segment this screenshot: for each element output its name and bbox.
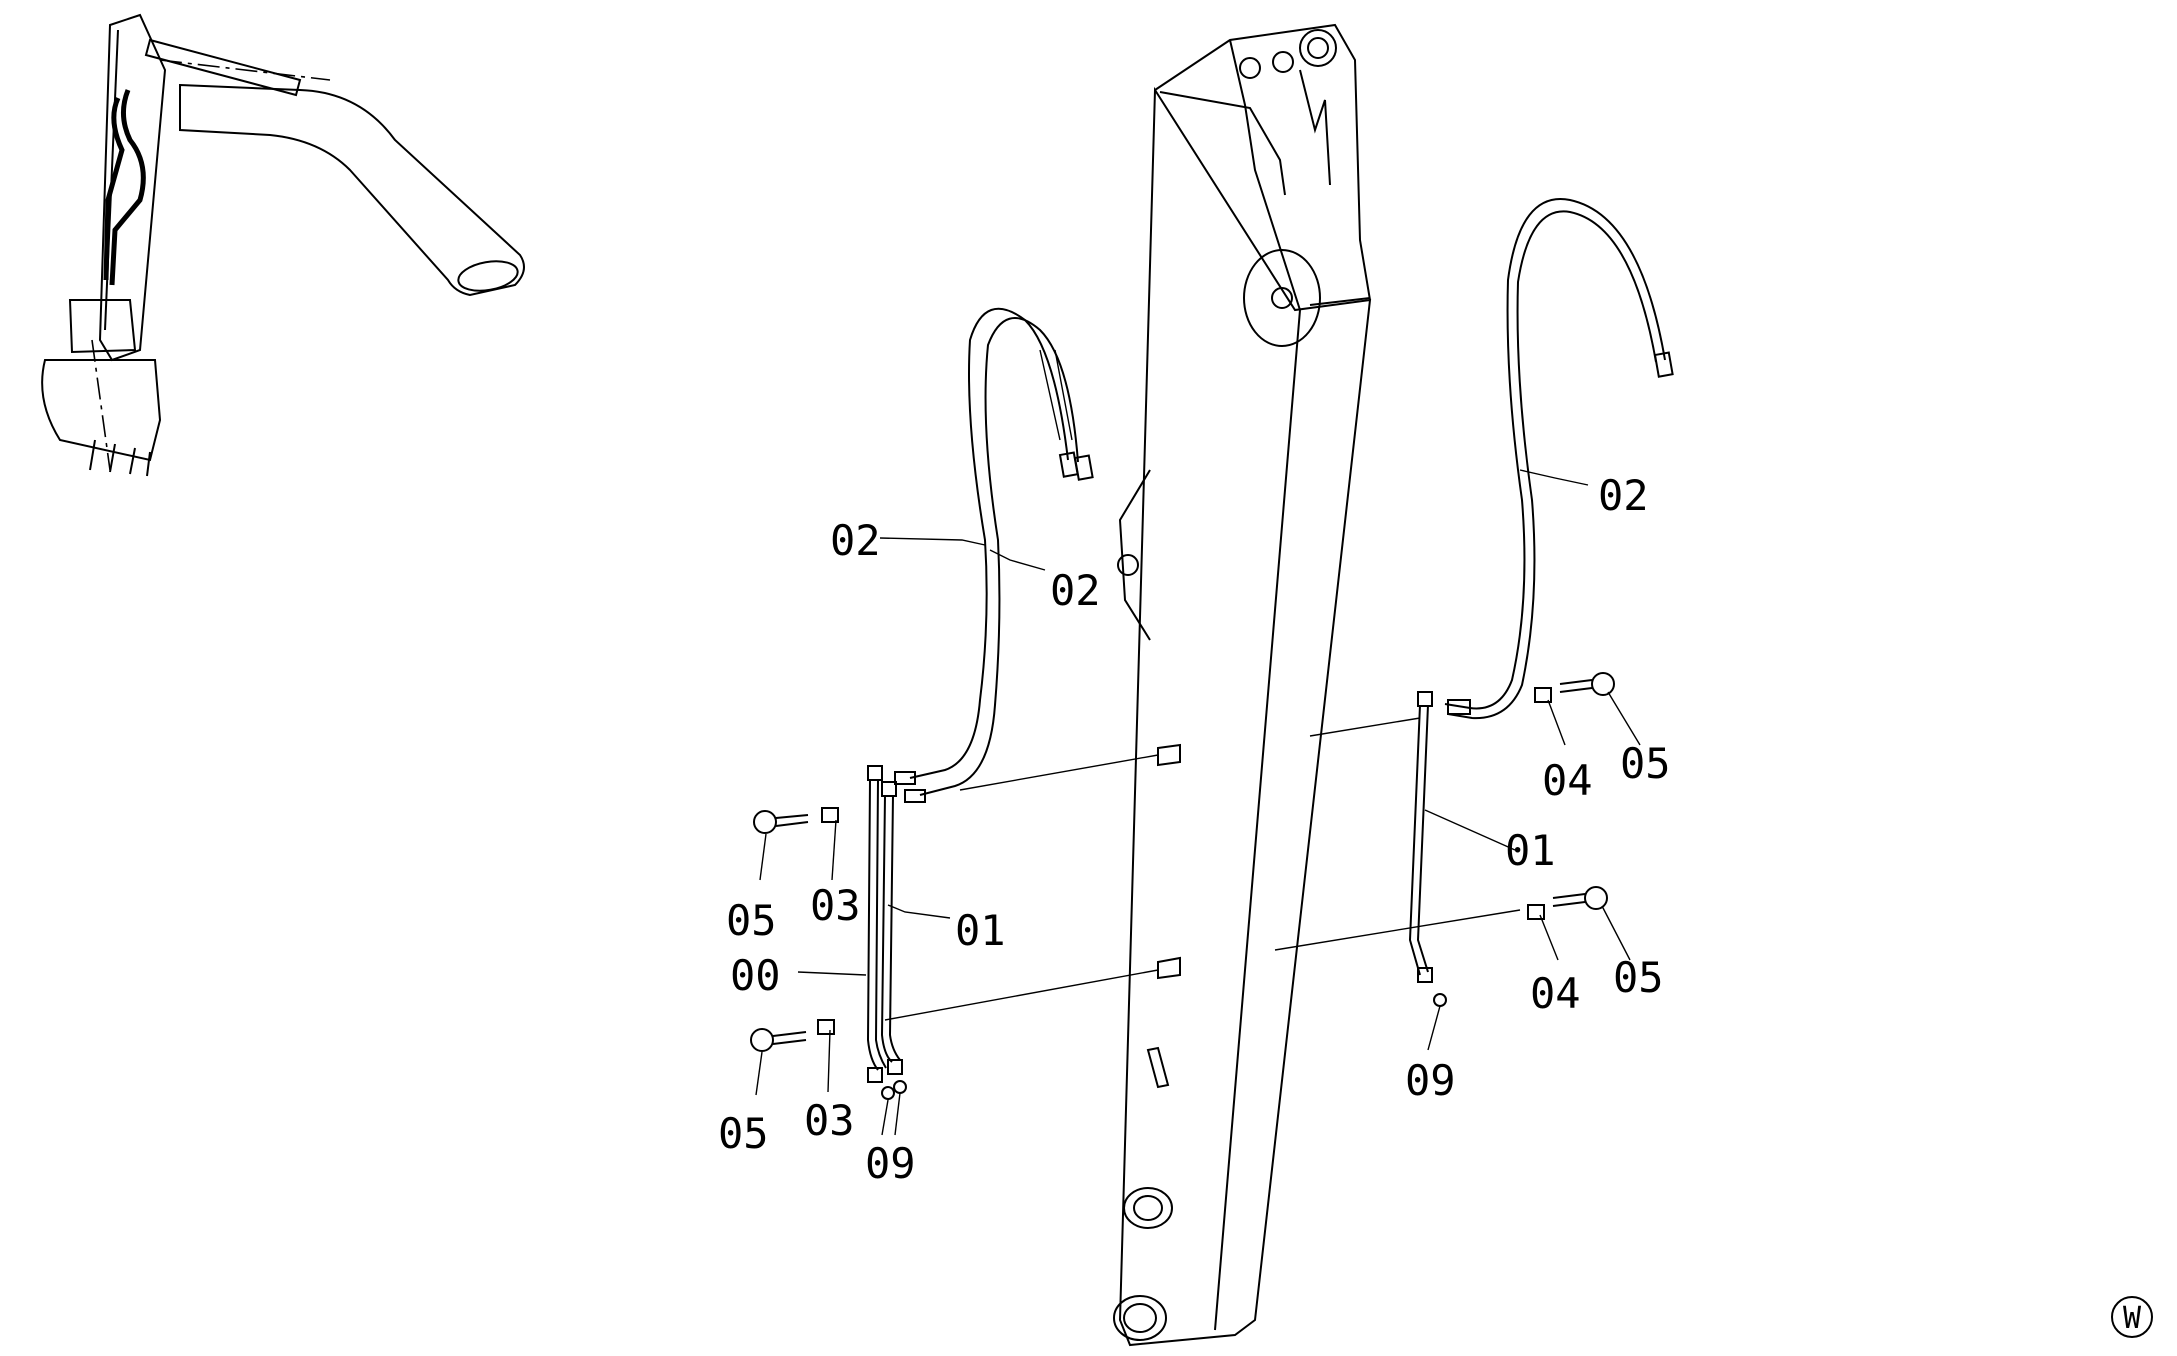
label-05-left-upper: 05 [726,896,777,945]
label-04-lower: 04 [1530,969,1581,1018]
label-00: 00 [730,951,781,1000]
inset-arm-overview [41,13,525,477]
label-02-left-lower: 02 [1050,566,1101,615]
leader-lines [755,469,1641,1136]
label-05-right-lower: 05 [1613,953,1664,1002]
label-02-left-upper: 02 [830,516,881,565]
left-hose-assembly [750,307,1159,1100]
label-05-left-lower: 05 [718,1109,769,1158]
label-01-left: 01 [955,906,1006,955]
arm-stick [1113,23,1372,1347]
label-09-left: 09 [865,1139,916,1188]
label-04-upper: 04 [1542,756,1593,805]
corner-mark: W [2111,1296,2153,1338]
label-03-upper: 03 [810,881,861,930]
label-02-right: 02 [1598,471,1649,520]
label-09-right: 09 [1405,1056,1456,1105]
part-labels: 02 02 02 01 01 00 03 03 04 04 05 05 05 0… [718,471,1671,1188]
label-03-lower: 03 [804,1096,855,1145]
label-05-right-upper: 05 [1620,739,1671,788]
right-hose-assembly [1274,198,1674,1007]
label-01-right: 01 [1505,826,1556,875]
corner-mark-letter: W [2123,1301,2142,1336]
